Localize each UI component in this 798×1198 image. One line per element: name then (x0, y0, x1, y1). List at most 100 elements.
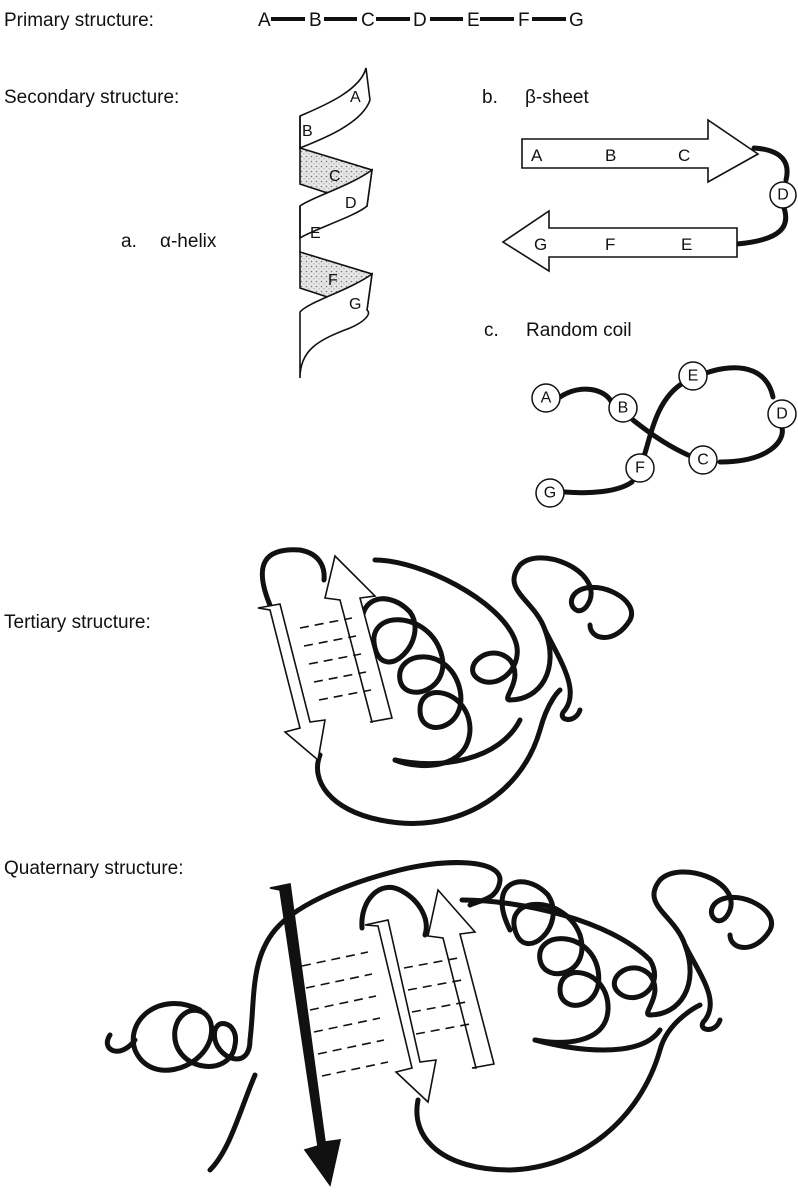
quaternary-tail (207, 1072, 258, 1173)
coil-residue (531, 383, 561, 413)
hydrogen-bond (313, 1017, 381, 1033)
residue-label: A (258, 10, 271, 31)
hydrogen-bond (318, 689, 372, 701)
beta-sheet-marker: b. (482, 87, 498, 108)
quaternary-loop (414, 1002, 703, 1173)
random-coil-name: Random coil (526, 320, 632, 341)
residue-label: F (518, 10, 530, 31)
quaternary-structure-label: Quaternary structure: (4, 858, 184, 879)
coil-residue (625, 453, 655, 483)
coil-residue-label: D (776, 406, 788, 423)
beta-residue: G (534, 235, 547, 254)
quaternary-tail (682, 942, 723, 1032)
coil-residue (535, 478, 565, 508)
beta-residue: C (678, 146, 690, 165)
coil-chain (630, 417, 691, 458)
quaternary-assembly (104, 860, 775, 1187)
residue-label: D (413, 10, 427, 31)
coil-residue (608, 393, 638, 423)
coil-chain (641, 380, 686, 459)
hydrogen-bond (403, 957, 459, 969)
residue-label: E (467, 10, 480, 31)
beta-strand-forward (521, 118, 760, 184)
helix-front-face (299, 272, 374, 379)
quaternary-structure-section: Quaternary structure: (4, 858, 775, 1187)
tertiary-strand-down (257, 603, 326, 762)
quaternary-tail (104, 1032, 138, 1054)
beta-residue: F (605, 235, 615, 254)
beta-turn (734, 205, 789, 247)
beta-residue: E (681, 235, 692, 254)
tertiary-helix (359, 596, 473, 768)
beta-turn-residue (769, 181, 797, 209)
alpha-helix-name: α-helix (160, 231, 217, 252)
beta-residue: A (531, 146, 543, 165)
quaternary-tail (459, 869, 775, 1018)
tertiary-loop (392, 717, 523, 767)
hydrogen-bond (313, 671, 367, 683)
residue-label: B (309, 10, 322, 31)
tertiary-structure-label: Tertiary structure: (4, 612, 151, 633)
beta-residue: B (605, 146, 616, 165)
tertiary-fold (257, 547, 635, 826)
hydrogen-bond (415, 1023, 471, 1035)
quaternary-loop (532, 1027, 663, 1053)
coil-residue-label: G (544, 485, 556, 502)
beta-sheet-name: β-sheet (525, 87, 589, 108)
quaternary-loop (359, 885, 429, 938)
beta-turn-residue-label: D (777, 187, 789, 204)
hydrogen-bond (299, 617, 353, 629)
tertiary-loop (259, 547, 327, 613)
alpha-helix-figure: a. α-helix A B C D E F G (121, 67, 374, 379)
random-coil-marker: c. (484, 320, 499, 341)
coil-residue (688, 445, 718, 475)
tertiary-structure-section: Tertiary structure: (4, 547, 635, 826)
hydrogen-bond (303, 635, 357, 647)
hydrogen-bond (309, 995, 377, 1011)
coil-residue-label: F (635, 460, 645, 477)
coil-residue-label: E (688, 368, 699, 385)
primary-sequence: A B C D E F G (258, 10, 584, 31)
alpha-helix-marker: a. (121, 231, 137, 252)
coil-residue-label: B (618, 400, 629, 417)
secondary-structure-section: Secondary structure: a. α-helix A B C D … (4, 67, 797, 508)
coil-residue (767, 399, 797, 429)
hydrogen-bond (301, 951, 369, 967)
helix-residue: F (328, 272, 338, 289)
coil-chain (717, 425, 785, 465)
coil-chain (557, 386, 615, 406)
beta-sheet-figure: b. β-sheet D A B C G F E (482, 87, 797, 273)
helix-residue: D (345, 195, 357, 212)
quaternary-strand-down (364, 919, 437, 1104)
quaternary-strand-filled (269, 883, 342, 1187)
quaternary-arc (247, 860, 503, 1043)
beta-strand-reverse (501, 209, 738, 273)
quaternary-strand-up (427, 888, 495, 1069)
hydrogen-bond (305, 973, 373, 989)
quaternary-helix-left (130, 1001, 253, 1073)
hydrogen-bond (407, 979, 463, 991)
primary-structure-label: Primary structure: (4, 10, 154, 31)
tertiary-tail (542, 627, 583, 722)
random-coil-figure: c. Random coil A B C D E F G (484, 320, 797, 508)
hydrogen-bond (308, 653, 362, 665)
tertiary-strand-up (324, 554, 393, 723)
helix-residue: E (310, 225, 321, 242)
hydrogen-bond (321, 1061, 389, 1077)
residue-label: G (569, 10, 584, 31)
helix-residue: G (349, 296, 361, 313)
coil-chain (703, 365, 776, 400)
tertiary-loop (315, 687, 563, 826)
beta-turn (751, 145, 790, 183)
helix-residue: C (329, 168, 341, 185)
primary-structure-section: Primary structure: A B C D E F G (4, 10, 584, 31)
secondary-structure-label: Secondary structure: (4, 87, 179, 108)
coil-residue-label: A (541, 390, 552, 407)
helix-residue: A (350, 89, 361, 106)
residue-label: C (361, 10, 375, 31)
coil-residue (678, 361, 708, 391)
coil-residue-label: C (697, 452, 709, 469)
quaternary-helix (499, 879, 611, 1045)
hydrogen-bond (317, 1039, 385, 1055)
